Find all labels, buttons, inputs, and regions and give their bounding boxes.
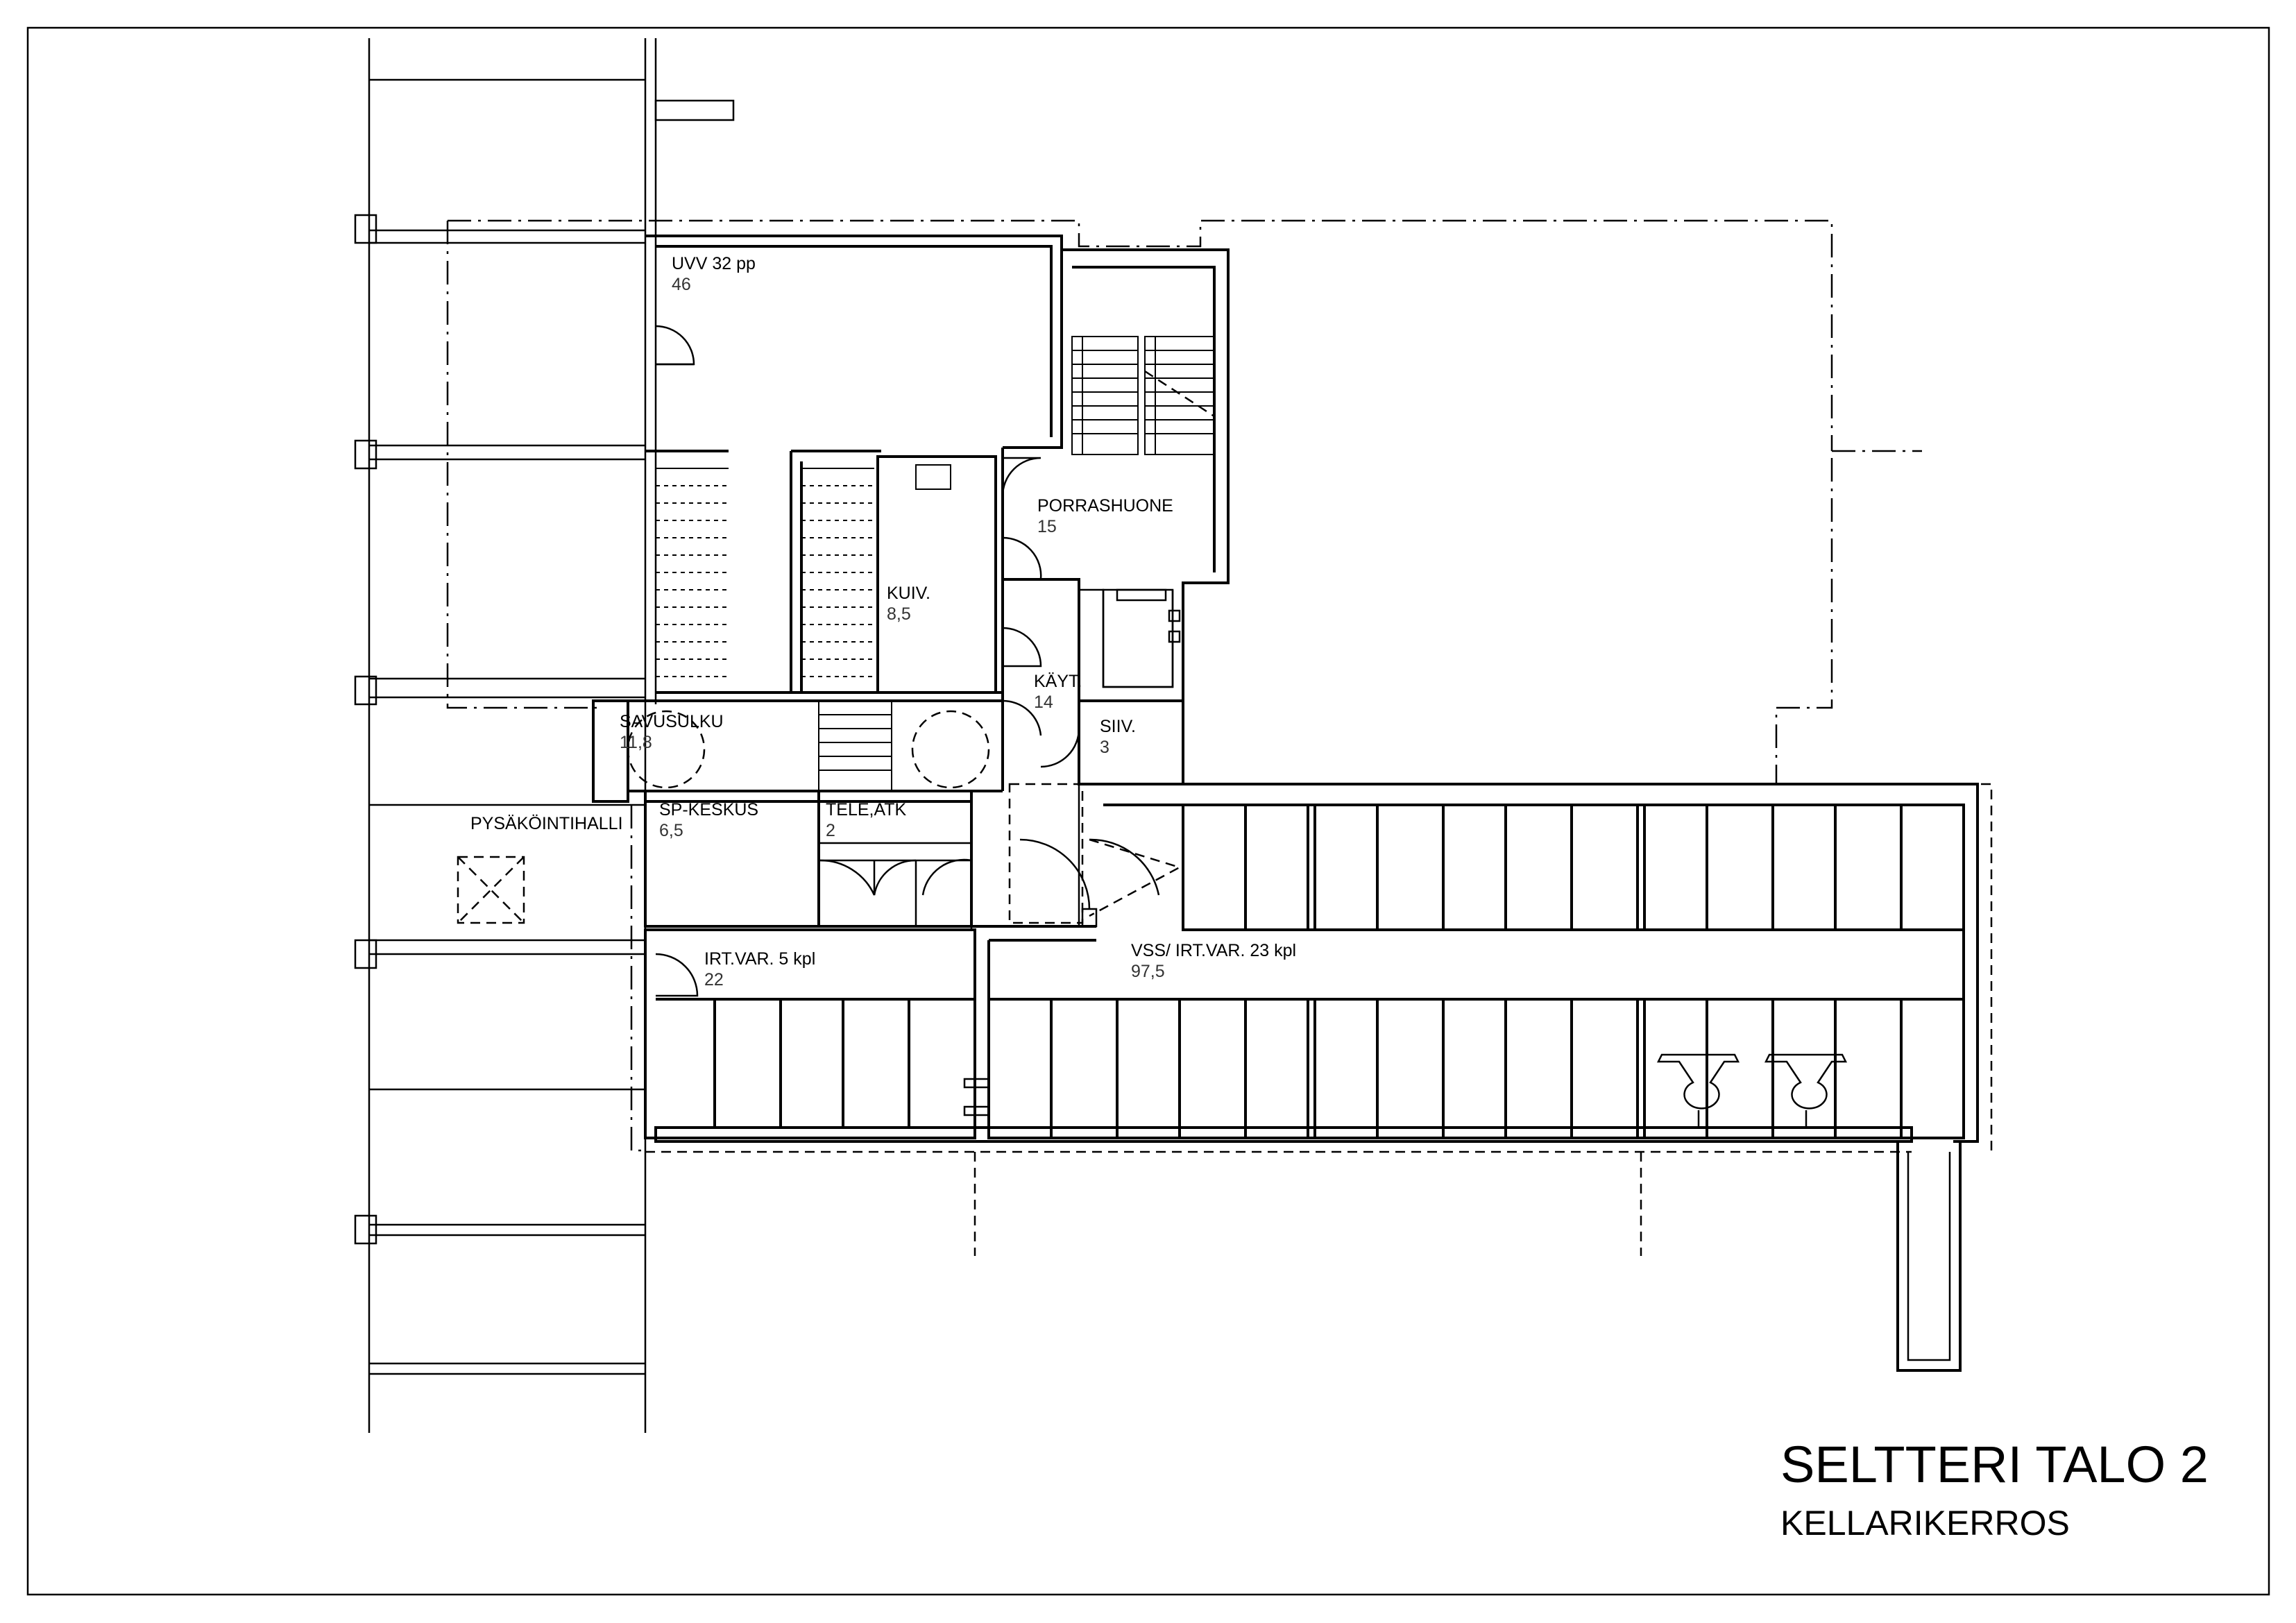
- savusulku-label: SAVUSULKU: [620, 712, 724, 731]
- sp-keskus-label: SP-KESKUS: [659, 800, 758, 819]
- porrashuone-label: PORRASHUONE: [1037, 496, 1173, 516]
- uvv-label: UVV 32 pp: [672, 254, 756, 273]
- uvv-room: [645, 235, 1063, 449]
- elevator-shaft-symbol: [457, 856, 525, 924]
- pysakointihalli-label: PYSÄKÖINTIHALLI: [470, 814, 623, 833]
- kuiv-area: 8,5: [887, 604, 911, 624]
- siiv-area: 3: [1100, 738, 1109, 757]
- tele-atk-area: 2: [826, 821, 835, 840]
- porrashuone-area: 15: [1037, 517, 1057, 536]
- kayt-area: 14: [1034, 692, 1053, 712]
- tele-atk-label: TELE,ATK: [826, 800, 907, 819]
- vss-irt-var-area: 97,5: [1131, 962, 1165, 981]
- irt-var-5-room: [644, 928, 976, 1139]
- kayt-label: KÄYT.: [1034, 672, 1082, 691]
- kuiv-label: KUIV.: [887, 584, 930, 603]
- left-parking-bays: [354, 78, 645, 1375]
- sp-keskus-area: 6,5: [659, 821, 683, 840]
- uvv-area: 46: [672, 275, 691, 294]
- vss-irt-var-label: VSS/ IRT.VAR. 23 kpl: [1131, 941, 1296, 960]
- vss-storage-hall: [645, 783, 1993, 1372]
- building-outline: [446, 219, 1922, 1152]
- technical-rooms: [644, 783, 1182, 930]
- stairwell: [1001, 248, 1230, 784]
- drawing-title: SELTTERI TALO 2: [1780, 1436, 2209, 1493]
- storage-rooms: [645, 450, 1042, 702]
- drawing-subtitle: KELLARIKERROS: [1780, 1504, 2070, 1543]
- savusulku-area: 11,8: [620, 733, 652, 752]
- irt-var-5-label: IRT.VAR. 5 kpl: [704, 949, 815, 969]
- siiv-label: SIIV.: [1100, 717, 1136, 736]
- irt-var-5-area: 22: [704, 970, 724, 989]
- drawing-border: [26, 26, 2270, 1596]
